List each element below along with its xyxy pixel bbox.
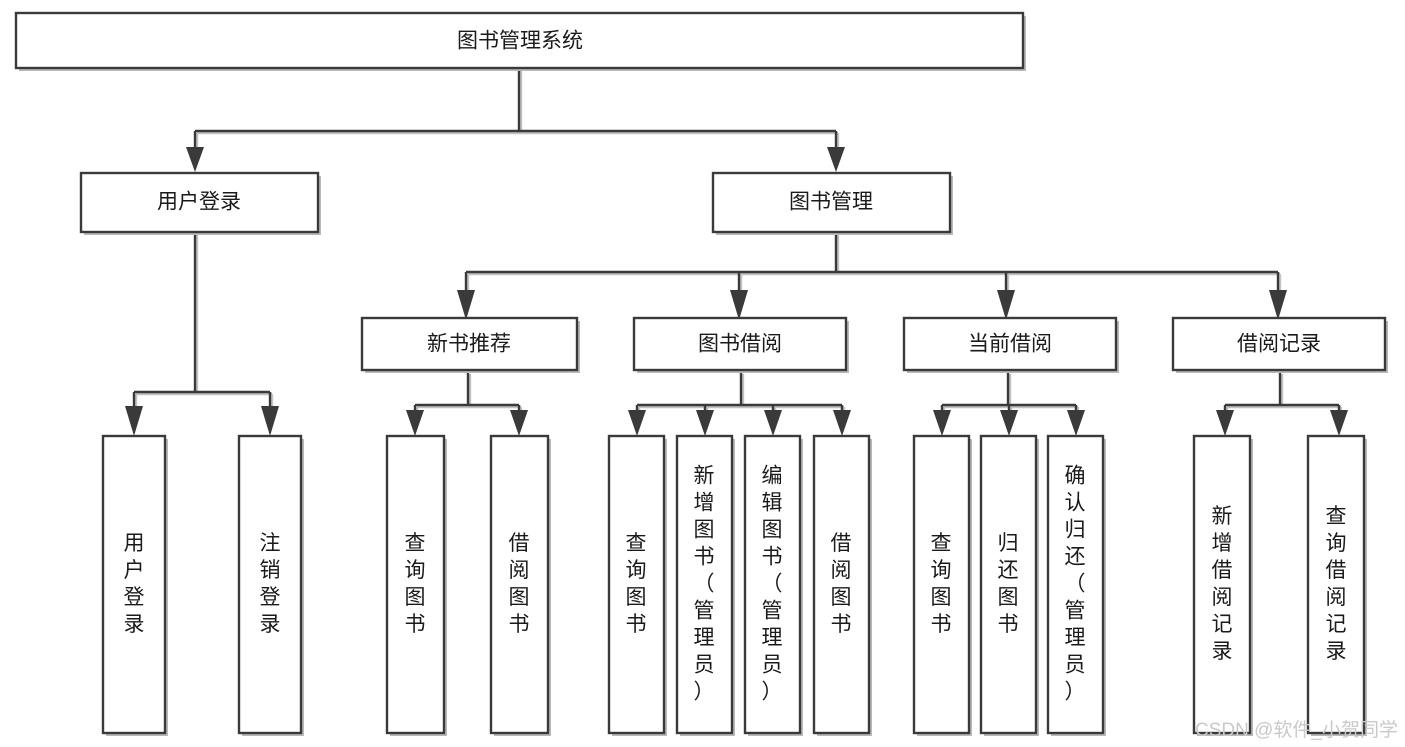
node-book-borrow[interactable]: 图书借阅 — [632, 316, 849, 373]
leaf-borrow-book-1[interactable]: 借阅图书 — [489, 434, 551, 736]
arrow-head-leaf-add-record — [1216, 410, 1234, 436]
leaf-add-book-label: 新增图书（管理员） — [694, 465, 715, 704]
leaf-return-book[interactable]: 归还图书 — [979, 434, 1039, 736]
leaf-confirm-return-label: 确认归还（管理员） — [1065, 465, 1086, 704]
arrow-head-borrow-record — [1269, 290, 1287, 320]
node-book-management[interactable]: 图书管理 — [711, 171, 953, 235]
arrow-head-leaf-borrow-book-2 — [833, 410, 851, 436]
node-user-login-label: 用户登录 — [157, 191, 241, 214]
leaf-add-record-label: 新增借阅记录 — [1212, 505, 1233, 663]
leaf-query-book-3-label: 查询图书 — [931, 532, 952, 636]
node-user-login[interactable]: 用户登录 — [79, 171, 321, 235]
arrow-head-leaf-query-book-2 — [628, 410, 646, 436]
arrow-head-leaf-query-record — [1330, 410, 1348, 436]
connector-newbook-to-leaves — [406, 372, 528, 436]
arrow-head-leaf-user-logout — [261, 406, 279, 436]
node-new-book-recommend[interactable]: 新书推荐 — [360, 316, 580, 373]
arrow-head-leaf-edit-book — [764, 410, 782, 436]
leaf-borrow-book-1-label: 借阅图书 — [509, 532, 530, 636]
arrow-head-leaf-query-book-1 — [406, 410, 424, 436]
arrow-head-user-login — [186, 147, 204, 172]
arrow-head-book-borrow — [730, 290, 748, 320]
leaf-query-book-3[interactable]: 查询图书 — [912, 434, 972, 736]
arrow-head-leaf-user-login — [125, 406, 143, 436]
arrow-head-leaf-query-book-3 — [933, 410, 951, 436]
connector-layer — [125, 68, 1348, 436]
leaf-user-logout[interactable]: 注销登录 — [237, 434, 304, 736]
leaf-borrow-book-2-label: 借阅图书 — [831, 532, 852, 636]
leaf-borrow-book-2[interactable]: 借阅图书 — [812, 434, 872, 736]
connector-currentborrow-to-leaves — [933, 372, 1085, 436]
connector-bookborrow-to-leaves — [628, 372, 851, 436]
node-book-borrow-label: 图书借阅 — [698, 333, 782, 356]
leaf-user-login-label: 用户登录 — [124, 532, 145, 636]
leaf-edit-book-label: 编辑图书（管理员） — [762, 465, 783, 704]
node-current-borrow-label: 当前借阅 — [968, 333, 1052, 356]
leaf-user-logout-label: 注销登录 — [260, 532, 281, 636]
leaf-add-record[interactable]: 新增借阅记录 — [1192, 434, 1253, 736]
leaf-query-record[interactable]: 查询借阅记录 — [1306, 434, 1367, 736]
leaf-edit-book[interactable]: 编辑图书（管理员） — [743, 434, 803, 736]
leaf-return-book-label: 归还图书 — [998, 532, 1019, 636]
node-new-book-recommend-label: 新书推荐 — [427, 333, 511, 356]
node-borrow-record[interactable]: 借阅记录 — [1171, 316, 1388, 373]
arrow-head-leaf-confirm-return — [1067, 410, 1085, 436]
node-borrow-record-label: 借阅记录 — [1237, 333, 1321, 356]
connector-root-to-level2 — [186, 68, 845, 172]
leaf-add-book[interactable]: 新增图书（管理员） — [675, 434, 735, 736]
leaf-query-book-1-label: 查询图书 — [405, 532, 426, 636]
node-current-borrow[interactable]: 当前借阅 — [902, 316, 1119, 373]
csdn-watermark: CSDN @软件_小贺同学 — [1195, 719, 1398, 741]
leaf-confirm-return[interactable]: 确认归还（管理员） — [1046, 434, 1106, 736]
leaf-query-book-2[interactable]: 查询图书 — [607, 434, 667, 736]
connector-borrowrecord-to-leaves — [1216, 372, 1348, 436]
leaf-query-record-label: 查询借阅记录 — [1326, 505, 1347, 663]
leaf-query-book-1[interactable]: 查询图书 — [385, 434, 447, 736]
arrow-head-leaf-add-book — [696, 410, 714, 436]
arrow-head-leaf-return-book — [1000, 410, 1018, 436]
node-book-management-label: 图书管理 — [789, 191, 873, 214]
arrow-head-current-borrow — [997, 290, 1015, 320]
node-root[interactable]: 图书管理系统 — [14, 11, 1026, 71]
connector-userlogin-to-leaves — [125, 232, 279, 436]
connector-bookmgmt-to-level3 — [457, 232, 1287, 320]
leaf-query-book-2-label: 查询图书 — [626, 532, 647, 636]
arrow-head-leaf-borrow-book-1 — [510, 410, 528, 436]
leaf-user-login[interactable]: 用户登录 — [101, 434, 168, 736]
arrow-head-book-management — [827, 147, 845, 172]
node-root-label: 图书管理系统 — [457, 30, 583, 53]
arrow-head-new-book-recommend — [457, 290, 475, 320]
